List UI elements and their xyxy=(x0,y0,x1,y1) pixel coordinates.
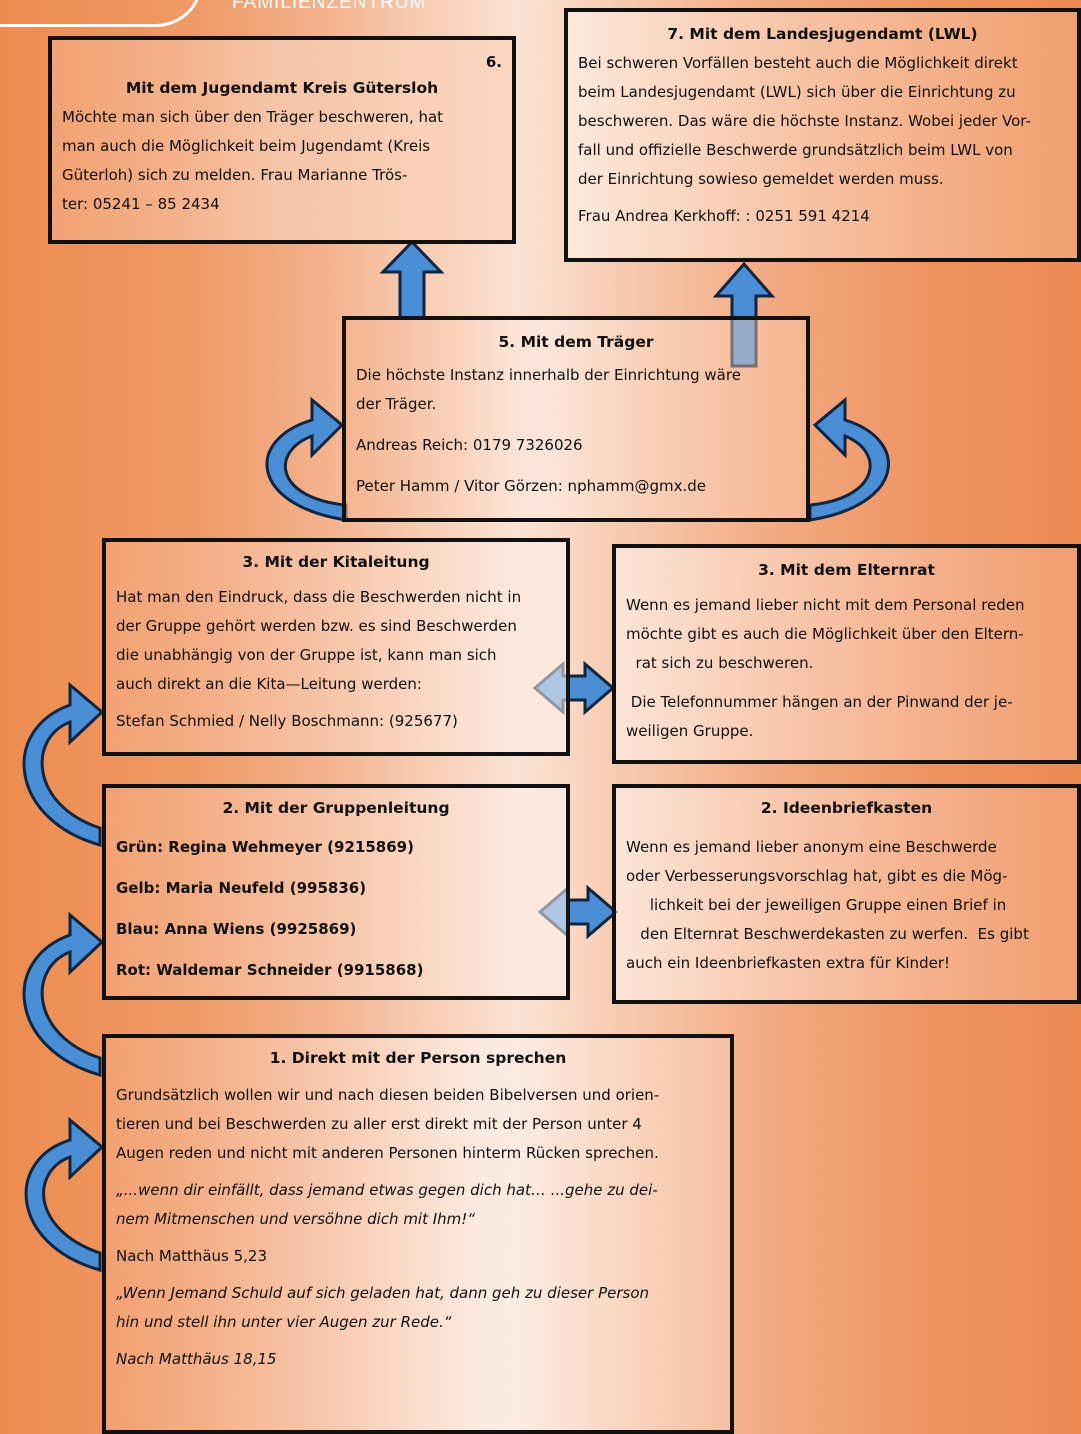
curved-arrow-icon xyxy=(808,396,890,522)
text-line: Wenn es jemand lieber anonym eine Beschw… xyxy=(626,838,997,856)
bible-quote-line: hin und stell ihn unter vier Augen zur R… xyxy=(116,1313,452,1331)
bible-quote-line: nem Mitmenschen und versöhne dich mit Ih… xyxy=(116,1210,476,1228)
text-line: Möchte man sich über den Träger beschwer… xyxy=(62,108,444,126)
bible-quote-line: „...wenn dir einfällt, dass jemand etwas… xyxy=(116,1181,658,1199)
box-gruppenleitung: 2. Mit der Gruppenleitung Grün: Regina W… xyxy=(102,784,570,1000)
text-line: Die Telefonnummer hängen an der Pinwand … xyxy=(626,693,1013,711)
text-line: tieren und bei Beschwerden zu aller erst… xyxy=(116,1115,642,1133)
contact-line: Peter Hamm / Vitor Görzen: nphamm@gmx.de xyxy=(356,477,707,495)
contact-line: Andreas Reich: 0179 7326026 xyxy=(356,436,583,454)
up-arrow-icon xyxy=(379,239,445,320)
group-leader-item: Blau: Anna Wiens (9925869) xyxy=(116,920,357,938)
text-line: Bei schweren Vorfällen besteht auch die … xyxy=(578,54,1018,72)
curved-arrow-icon xyxy=(265,396,348,522)
box-traeger: 5. Mit dem Träger Die höchste Instanz in… xyxy=(342,316,810,522)
text-line: rat sich zu beschweren. xyxy=(626,654,814,672)
text-line: möchte gibt es auch die Möglichkeit über… xyxy=(626,625,1024,643)
text-line: Wenn es jemand lieber nicht mit dem Pers… xyxy=(626,596,1025,614)
box-title: 3. Mit dem Elternrat xyxy=(758,561,935,579)
box-title: 2. Ideenbriefkasten xyxy=(760,799,933,817)
text-line: Die höchste Instanz innerhalb der Einric… xyxy=(356,366,741,384)
curved-arrow-icon xyxy=(22,911,105,1077)
contact-line: Frau Andrea Kerkhoff: : 0251 591 4214 xyxy=(578,207,870,225)
box-title: 2. Mit der Gruppenleitung xyxy=(222,799,450,817)
text-line: Güterloh) sich zu melden. Frau Marianne … xyxy=(62,166,408,184)
bible-reference: Nach Matthäus 5,23 xyxy=(116,1247,268,1265)
box-person: 1. Direkt mit der Person sprechen Grunds… xyxy=(102,1034,734,1434)
contact-line: Stefan Schmied / Nelly Boschmann: (92567… xyxy=(116,712,458,730)
text-line: der Gruppe gehört werden bzw. es sind Be… xyxy=(116,617,517,635)
text-line: man auch die Möglichkeit beim Jugendamt … xyxy=(62,137,431,155)
text-line: der Träger. xyxy=(356,395,437,413)
box-title: 7. Mit dem Landesjugendamt (LWL) xyxy=(667,25,978,43)
text-line: beschweren. Das wäre die höchste Instanz… xyxy=(578,112,1031,130)
box-kitaleitung: 3. Mit der Kitaleitung Hat man den Eindr… xyxy=(102,538,570,756)
text-line: der Einrichtung sowieso gemeldet werden … xyxy=(578,170,944,188)
text-line: weiligen Gruppe. xyxy=(626,722,754,740)
box-number: 6. xyxy=(485,53,502,71)
box-ideenbriefkasten: 2. Ideenbriefkasten Wenn es jemand liebe… xyxy=(612,784,1081,1004)
box-title: Mit dem Jugendamt Kreis Gütersloh xyxy=(125,79,439,97)
group-leader-item: Rot: Waldemar Schneider (9915868) xyxy=(116,961,424,979)
box-jugendamt: 6. Mit dem Jugendamt Kreis Gütersloh Möc… xyxy=(48,36,516,244)
text-line: oder Verbesserungsvorschlag hat, gibt es… xyxy=(626,867,1008,885)
box-lwl: 7. Mit dem Landesjugendamt (LWL) Bei sch… xyxy=(564,8,1081,262)
text-line: lichkeit bei der jeweiligen Gruppe einen… xyxy=(626,896,1007,914)
box-title: 1. Direkt mit der Person sprechen xyxy=(269,1049,567,1067)
group-leader-item: Gelb: Maria Neufeld (995836) xyxy=(116,879,367,897)
curved-arrow-icon xyxy=(22,681,105,847)
text-line: fall und offizielle Beschwerde grundsätz… xyxy=(578,141,1013,159)
text-line: Augen reden und nicht mit anderen Person… xyxy=(116,1144,659,1162)
text-line: Hat man den Eindruck, dass die Beschwerd… xyxy=(116,588,522,606)
text-line: Grundsätzlich wollen wir und nach diesen… xyxy=(116,1086,660,1104)
text-line: den Elternrat Beschwerdekasten zu werfen… xyxy=(626,925,1029,943)
text-line: ter: 05241 – 85 2434 xyxy=(62,195,220,213)
text-line: beim Landesjugendamt (LWL) sich über die… xyxy=(578,83,1016,101)
text-line: auch direkt an die Kita—Leitung werden: xyxy=(116,675,422,693)
curved-arrow-icon xyxy=(24,1116,105,1272)
box-title: 3. Mit der Kitaleitung xyxy=(242,553,430,571)
text-line: die unabhängig von der Gruppe ist, kann … xyxy=(116,646,497,664)
bible-quote-line: „Wenn Jemand Schuld auf sich geladen hat… xyxy=(116,1284,650,1302)
box-title: 5. Mit dem Träger xyxy=(498,333,654,351)
brand-text: FAMILIENZENTRUM xyxy=(232,0,427,13)
group-leader-item: Grün: Regina Wehmeyer (9215869) xyxy=(116,838,414,856)
box-elternrat: 3. Mit dem Elternrat Wenn es jemand lieb… xyxy=(612,544,1081,764)
text-line: auch ein Ideenbriefkasten extra für Kind… xyxy=(626,954,950,972)
bible-reference: Nach Matthäus 18,15 xyxy=(116,1350,277,1368)
